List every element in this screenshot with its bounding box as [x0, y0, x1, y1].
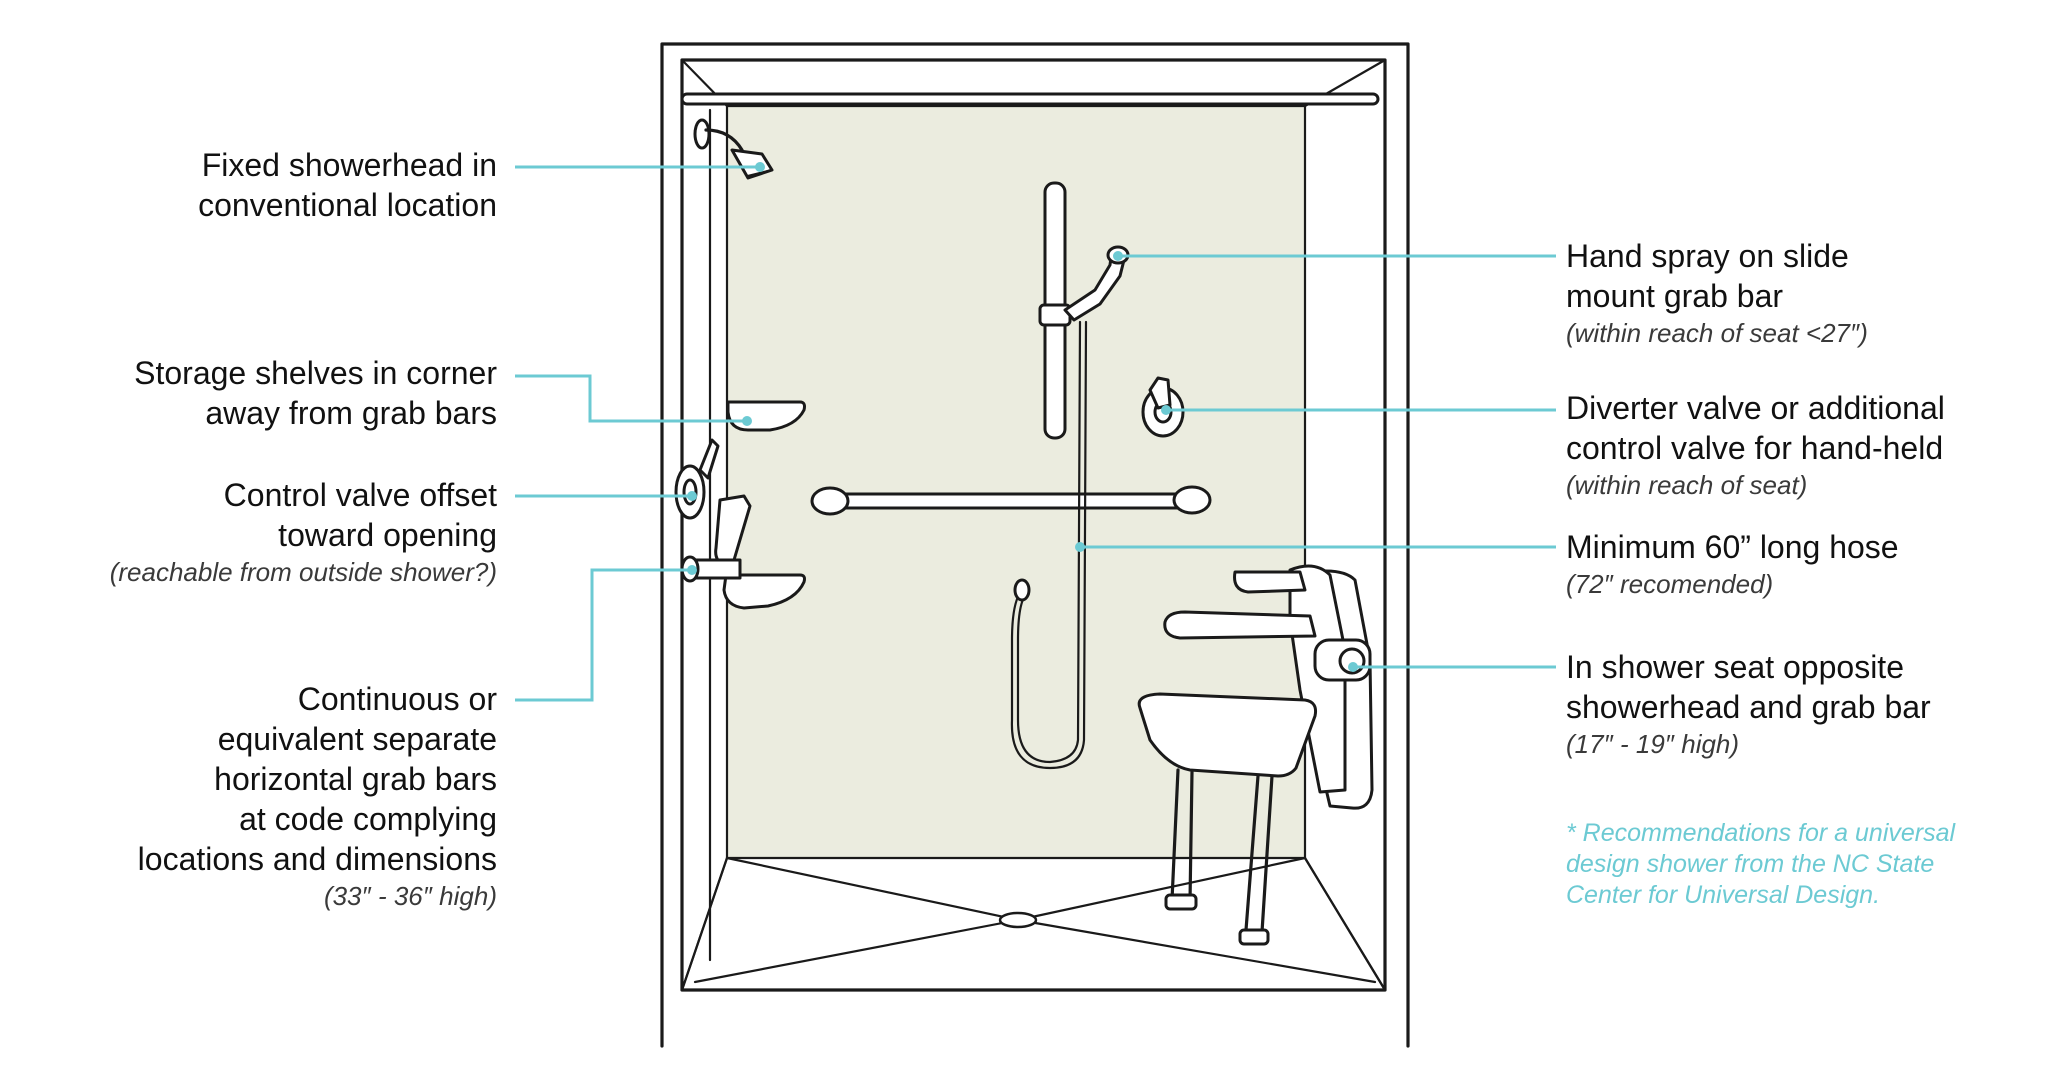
label-grab-bars-line5: locations and dimensions: [137, 841, 497, 877]
label-showerhead-line2: conventional location: [198, 187, 497, 223]
label-control-valve-note: (reachable from outside shower?): [109, 557, 497, 587]
label-hand-spray-line2: mount grab bar: [1566, 278, 1784, 314]
label-grab-bars: Continuous or equivalent separate horizo…: [138, 679, 497, 913]
shower-seat: [1137, 564, 1374, 946]
label-storage-line2: away from grab bars: [205, 395, 497, 431]
outer-frame: [660, 42, 1410, 1048]
side-grab-bar: [680, 494, 752, 583]
label-seat-line2: showerhead and grab bar: [1566, 689, 1931, 725]
label-showerhead: Fixed showerhead in conventional locatio…: [198, 145, 497, 225]
label-control-valve-line1: Control valve offset: [223, 477, 497, 513]
leader-lines: [515, 162, 1556, 702]
horizontal-grab-bar: [810, 485, 1212, 516]
perspective-lines: [680, 58, 1387, 992]
label-seat-note: (17″ - 19″ high): [1566, 729, 1740, 759]
label-diverter-note: (within reach of seat): [1566, 470, 1808, 500]
footnote-line3: Center for Universal Design.: [1566, 881, 1881, 909]
label-storage: Storage shelves in corner away from grab…: [134, 353, 497, 433]
hose: [1016, 320, 1082, 764]
label-hose-line1: Minimum 60” long hose: [1566, 529, 1899, 565]
label-hose: Minimum 60” long hose (72″ recomended): [1566, 527, 1899, 601]
back-wall: [727, 106, 1305, 858]
label-grab-bars-line2: equivalent separate: [217, 721, 497, 757]
hose-end: [1013, 578, 1031, 602]
label-hose-note: (72″ recomended): [1566, 569, 1774, 599]
label-storage-line1: Storage shelves in corner: [134, 355, 497, 391]
storage-shelf-lower: [722, 573, 806, 610]
curtain-rod: [680, 92, 1380, 106]
label-control-valve: Control valve offset toward opening (rea…: [110, 475, 497, 589]
footnote-line2: design shower from the NC State: [1566, 850, 1935, 878]
label-hand-spray-line1: Hand spray on slide: [1566, 238, 1849, 274]
label-hand-spray: Hand spray on slide mount grab bar (with…: [1566, 236, 1868, 350]
label-showerhead-line1: Fixed showerhead in: [201, 147, 497, 183]
footnote-line1: * Recommendations for a universal: [1566, 819, 1956, 847]
label-grab-bars-line1: Continuous or: [297, 681, 497, 717]
label-grab-bars-line3: horizontal grab bars: [214, 761, 497, 797]
shower-pan: [680, 856, 1387, 992]
label-diverter-line1: Diverter valve or additional: [1566, 390, 1945, 426]
label-seat: In shower seat opposite showerhead and g…: [1566, 647, 1931, 761]
label-diverter-line2: control valve for hand-held: [1566, 430, 1944, 466]
label-hand-spray-note: (within reach of seat <27″): [1566, 318, 1868, 348]
footnote: * Recommendations for a universal design…: [1566, 818, 2026, 911]
label-grab-bars-note: (33″ - 36″ high): [323, 881, 497, 911]
label-grab-bars-line4: at code complying: [239, 801, 497, 837]
label-diverter: Diverter valve or additional control val…: [1566, 388, 1945, 502]
label-control-valve-line2: toward opening: [278, 517, 497, 553]
hose-inner: [1010, 320, 1088, 770]
floor-drain: [998, 911, 1038, 929]
label-seat-line1: In shower seat opposite: [1566, 649, 1904, 685]
